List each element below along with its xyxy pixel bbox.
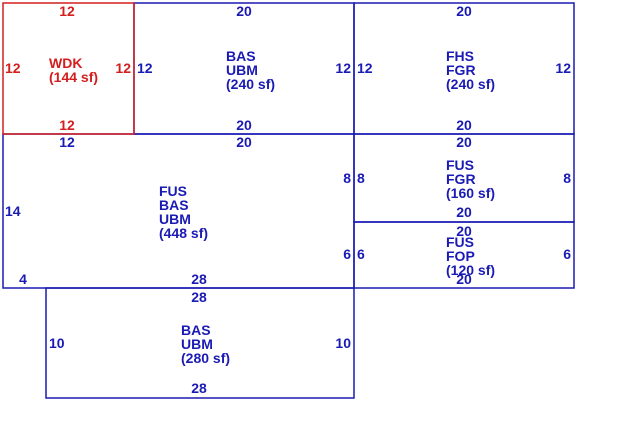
area-fus-fop-120: 20 FUS FOP (120 sf) 20 6 6 bbox=[357, 223, 571, 287]
dimension-left: 8 bbox=[357, 170, 365, 186]
dimension-bottom: 20 bbox=[456, 271, 472, 287]
area-fus-fgr-160: FUS FGR (160 sf) 20 20 8 8 bbox=[357, 134, 571, 220]
area-wdk: WDK (144 sf) 12 12 12 12 bbox=[5, 3, 131, 133]
area-label-line: (144 sf) bbox=[49, 69, 98, 85]
area-label-line: FUS bbox=[159, 183, 187, 199]
area-label-line: WDK bbox=[49, 55, 82, 71]
area-label-line: (120 sf) bbox=[446, 262, 495, 278]
dimension-bottom: 28 bbox=[191, 271, 207, 287]
area-label-line: UBM bbox=[159, 211, 191, 227]
dimension-top: 28 bbox=[191, 289, 207, 305]
dimension-right-lower: 6 bbox=[343, 246, 351, 262]
area-outline-bas-ubm-280[interactable] bbox=[45, 287, 355, 399]
dimension-bottom: 20 bbox=[456, 204, 472, 220]
dimension-right-upper: 8 bbox=[343, 170, 351, 186]
dimension-left: 10 bbox=[49, 335, 65, 351]
area-label-line: (280 sf) bbox=[181, 350, 230, 366]
dimension-left: 14 bbox=[5, 203, 21, 219]
area-fhs-fgr-240: FHS FGR (240 sf) 20 20 12 12 bbox=[357, 3, 571, 133]
dimension-right: 12 bbox=[335, 60, 351, 76]
area-bas-ubm-280: BAS UBM (280 sf) 28 28 10 10 bbox=[49, 289, 351, 396]
dimension-right: 6 bbox=[563, 246, 571, 262]
area-label-line: (240 sf) bbox=[226, 76, 275, 92]
area-label-line: FGR bbox=[446, 62, 476, 78]
dimension-left: 12 bbox=[5, 60, 21, 76]
area-outline-wdk[interactable] bbox=[2, 2, 135, 135]
dimension-left: 12 bbox=[357, 60, 373, 76]
area-label-line: (160 sf) bbox=[446, 185, 495, 201]
dimension-left: 6 bbox=[357, 246, 365, 262]
area-label-line: BAS bbox=[159, 197, 189, 213]
area-bas-ubm-240: BAS UBM (240 sf) 20 20 12 12 bbox=[137, 3, 351, 133]
area-label-line: (240 sf) bbox=[446, 76, 495, 92]
dimension-top: 20 bbox=[456, 223, 472, 239]
area-label-line: FUS bbox=[446, 234, 474, 250]
dimension-right: 8 bbox=[563, 170, 571, 186]
dimension-right: 10 bbox=[335, 335, 351, 351]
dimension-top: 12 bbox=[59, 3, 75, 19]
area-outline-fus-fop-120[interactable] bbox=[353, 221, 575, 289]
area-label-line: FGR bbox=[446, 171, 476, 187]
area-label-line: BAS bbox=[226, 48, 256, 64]
area-label-line: BAS bbox=[181, 322, 211, 338]
dimension-top: 20 bbox=[456, 3, 472, 19]
dimension-bottom: 20 bbox=[456, 117, 472, 133]
dimension-top: 20 bbox=[236, 3, 252, 19]
dimension-bottom-left: 4 bbox=[19, 271, 27, 287]
dimension-right: 12 bbox=[555, 60, 571, 76]
area-label-line: UBM bbox=[226, 62, 258, 78]
area-label-line: UBM bbox=[181, 336, 213, 352]
dimension-bottom: 12 bbox=[59, 117, 75, 133]
dimension-top-right: 20 bbox=[236, 134, 252, 150]
area-label-line: FUS bbox=[446, 157, 474, 173]
area-label-line: (448 sf) bbox=[159, 225, 208, 241]
dimension-bottom: 20 bbox=[236, 117, 252, 133]
area-label-line: FOP bbox=[446, 248, 475, 264]
area-label-line: FHS bbox=[446, 48, 474, 64]
dimension-top: 20 bbox=[456, 134, 472, 150]
dimension-top-left: 12 bbox=[59, 134, 75, 150]
dimension-right: 12 bbox=[115, 60, 131, 76]
area-fus-bas-ubm-448: FUS BAS UBM (448 sf) 12 20 14 8 6 4 28 bbox=[5, 134, 351, 287]
dimension-left: 12 bbox=[137, 60, 153, 76]
dimension-bottom: 28 bbox=[191, 380, 207, 396]
